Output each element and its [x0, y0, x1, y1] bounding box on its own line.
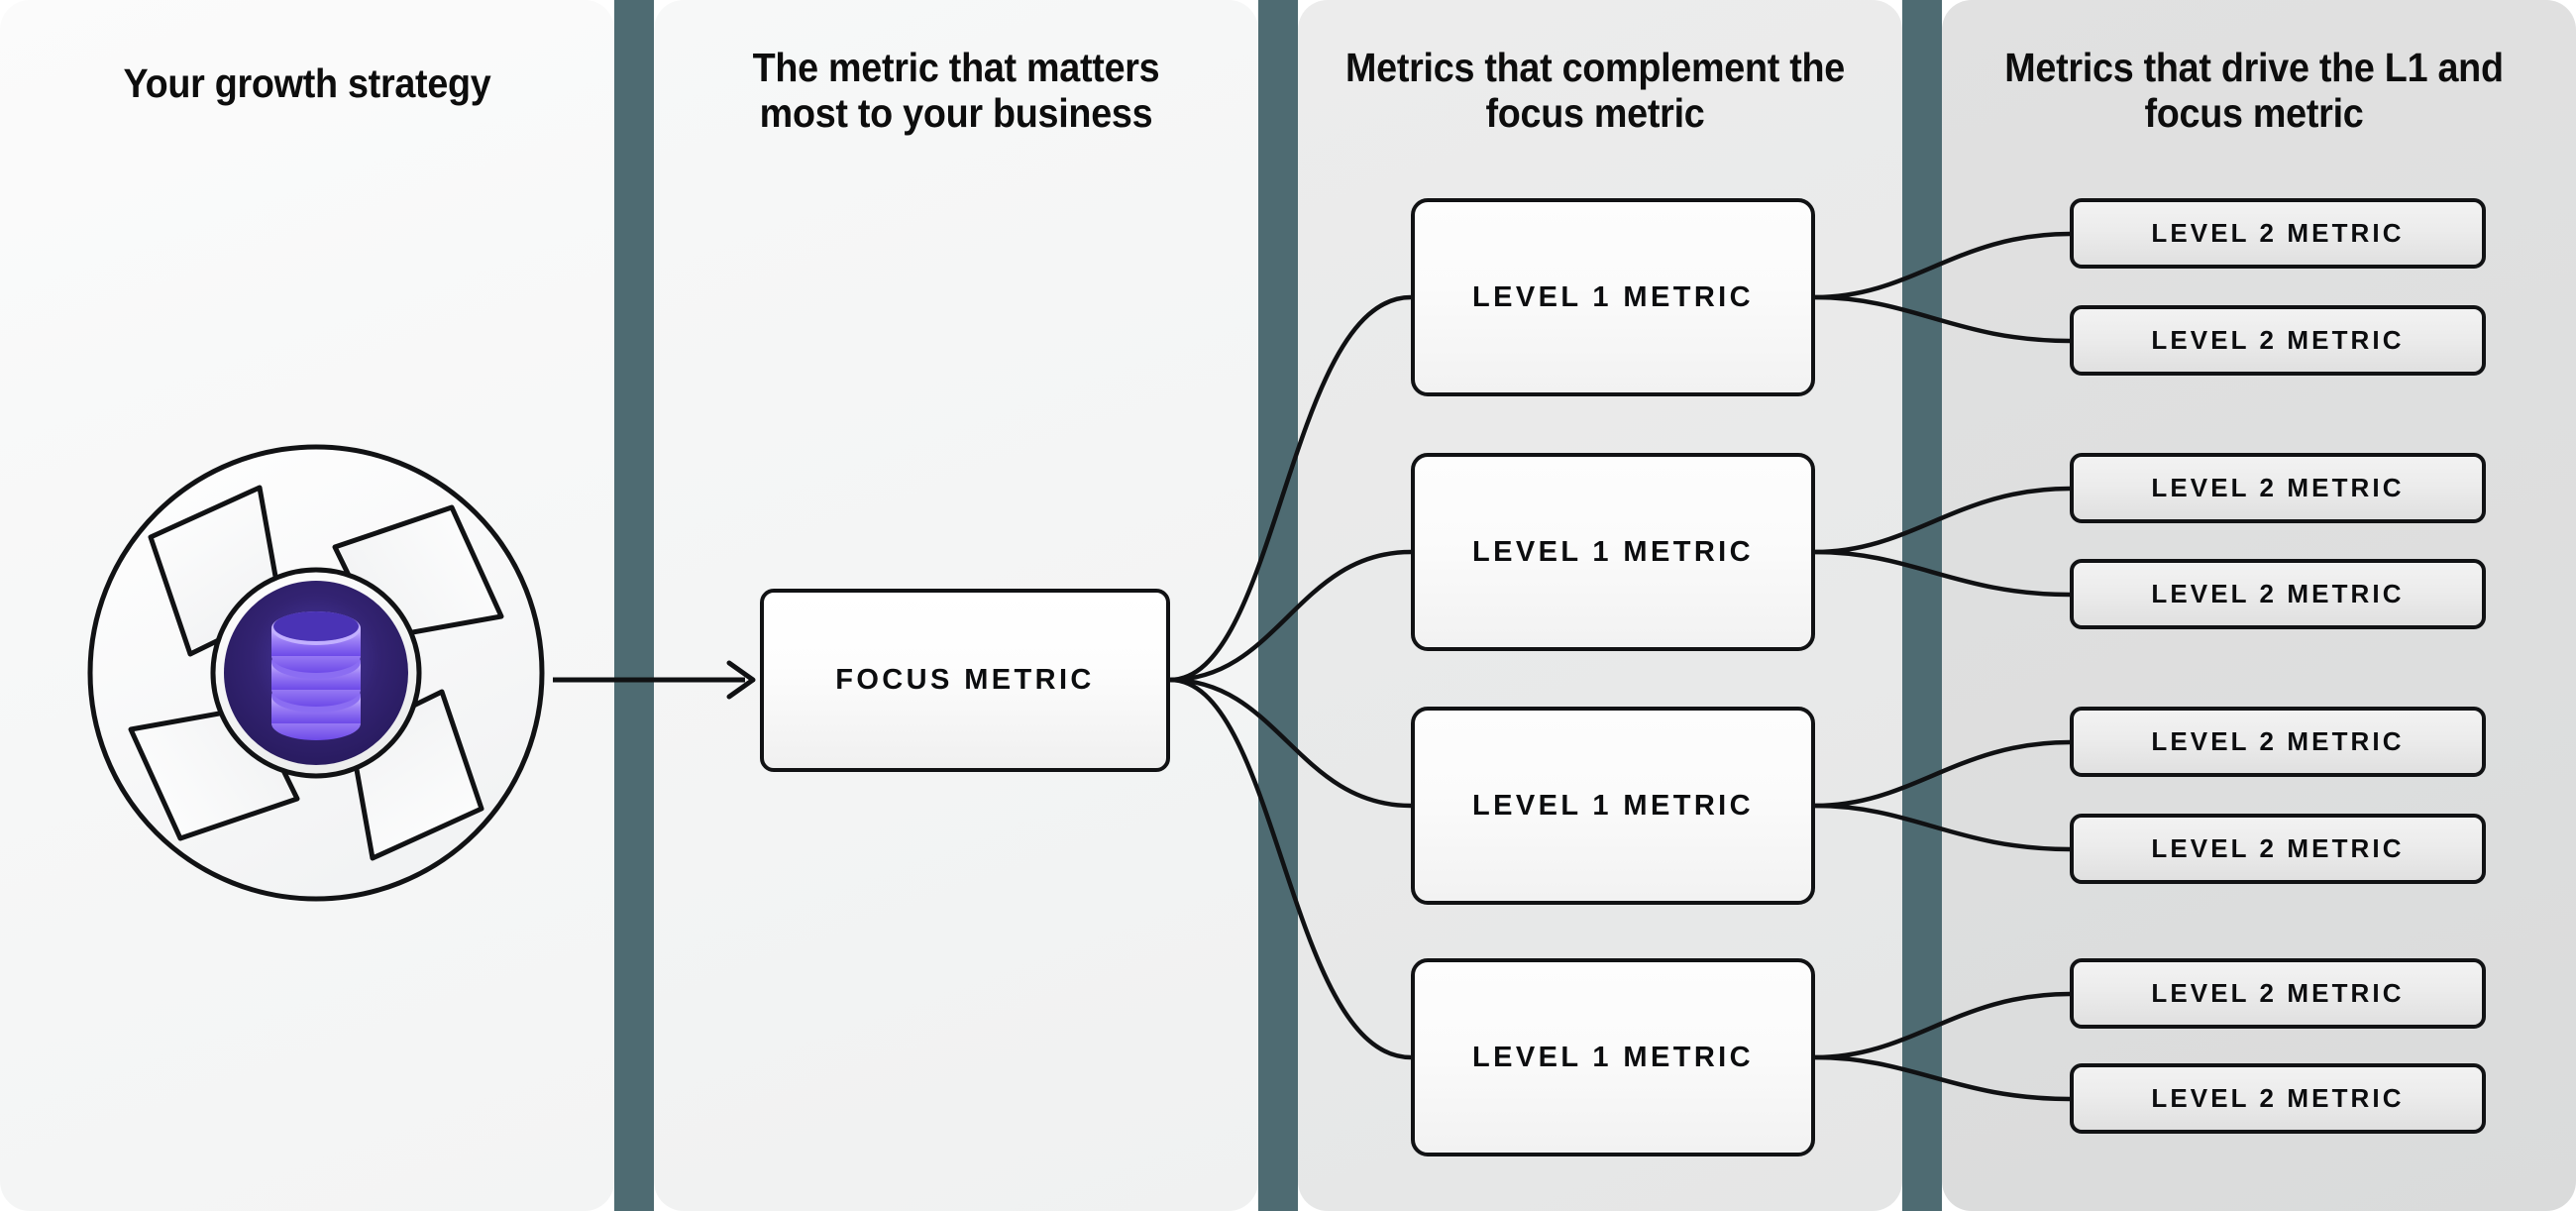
column-title-growth-strategy: Your growth strategy — [123, 60, 491, 106]
level2-metric-box-6[interactable]: LEVEL 2 METRIC — [2070, 814, 2486, 884]
level2-metric-box-8[interactable]: LEVEL 2 METRIC — [2070, 1063, 2486, 1134]
level2-metric-box-7[interactable]: LEVEL 2 METRIC — [2070, 958, 2486, 1029]
level2-metric-box-1[interactable]: LEVEL 2 METRIC — [2070, 198, 2486, 269]
level1-metric-box-3[interactable]: LEVEL 1 METRIC — [1411, 707, 1815, 905]
aperture-database-logo — [83, 428, 549, 914]
level1-metric-box-4[interactable]: LEVEL 1 METRIC — [1411, 958, 1815, 1156]
column-title-complement-metric: Metrics that complement the focus metric — [1345, 45, 1845, 136]
level1-metric-box-2[interactable]: LEVEL 1 METRIC — [1411, 453, 1815, 651]
level2-metric-box-5[interactable]: LEVEL 2 METRIC — [2070, 707, 2486, 777]
database-icon — [271, 611, 361, 740]
level2-metric-box-4[interactable]: LEVEL 2 METRIC — [2070, 559, 2486, 629]
panel-divider-2 — [1258, 0, 1298, 1211]
level1-metric-box-1[interactable]: LEVEL 1 METRIC — [1411, 198, 1815, 396]
level2-metric-box-3[interactable]: LEVEL 2 METRIC — [2070, 453, 2486, 523]
focus-metric-box[interactable]: FOCUS METRIC — [760, 589, 1170, 772]
panel-divider-3 — [1902, 0, 1942, 1211]
column-title-focus-metric: The metric that matters most to your bus… — [752, 45, 1160, 136]
level2-metric-box-2[interactable]: LEVEL 2 METRIC — [2070, 305, 2486, 376]
panel-divider-1 — [614, 0, 654, 1211]
column-title-driver-metric: Metrics that drive the L1 and focus metr… — [2004, 45, 2504, 136]
